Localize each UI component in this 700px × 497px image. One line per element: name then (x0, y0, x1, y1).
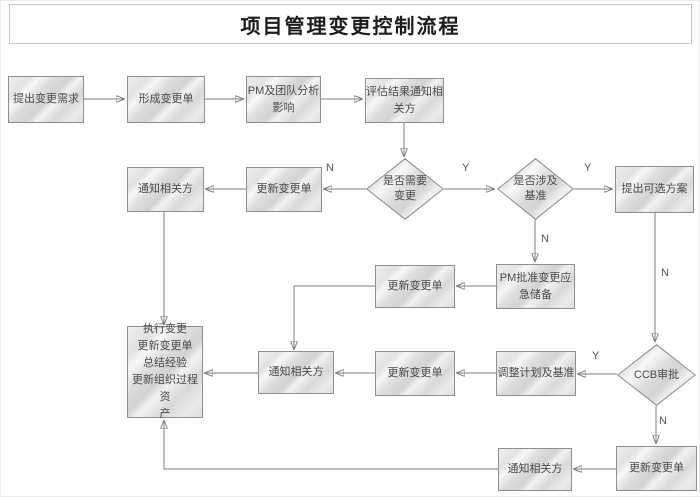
node-update-change-order-3: 更新变更单 (375, 265, 455, 308)
edge-label-needchange-yes: Y (462, 162, 470, 174)
node-label: 提出可选方案 (621, 183, 688, 195)
edge-label-baseline-yes: Y (584, 162, 592, 174)
node-label: CCB审批 (633, 368, 680, 381)
node-label: PM批准变更应 急储备 (499, 271, 572, 301)
node-label: 更新变更单 (256, 183, 312, 195)
node-label: 更新变更单 (629, 462, 684, 474)
node-notify-stakeholders-2: 通知相关方 (127, 167, 204, 212)
node-label: 更新变更单 (387, 367, 443, 379)
node-label: 通知相关方 (138, 183, 193, 195)
node-label: 通知相关方 (268, 366, 324, 378)
node-label: 执行变更 更新变更单 总结经验 更新组织过程资 产 (132, 323, 198, 420)
node-label: 评估结果通知相 关方 (366, 85, 443, 115)
edge-update3-to-notify4 (294, 285, 375, 349)
node-pm-team-analyze-impact: PM及团队分析 影响 (246, 76, 321, 123)
page-title: 项目管理变更控制流程 (240, 15, 461, 38)
node-label: 提出变更需求 (13, 93, 79, 105)
node-label: PM及团队分析 影响 (247, 84, 320, 114)
node-update-change-order-2: 更新变更单 (246, 167, 322, 212)
node-propose-options: 提出可选方案 (615, 166, 694, 213)
node-execute-change-and-update: 执行变更 更新变更单 总结经验 更新组织过程资 产 (127, 323, 203, 420)
edge-label-baseline-no: N (541, 233, 549, 245)
node-label: 是否需要 变更 (383, 175, 427, 202)
node-adjust-plan-baseline: 调整计划及基准 (496, 351, 576, 396)
title-bar: 项目管理变更控制流程 (9, 4, 692, 44)
edge-label-ccb-yes: Y (592, 350, 600, 362)
decision-need-change: 是否需要 变更 (366, 158, 444, 220)
node-label: 形成变更单 (138, 93, 194, 105)
decision-involve-baseline: 是否涉及 基准 (497, 158, 574, 220)
node-pm-approve-contingency-reserve: PM批准变更应 急储备 (496, 264, 575, 309)
node-label: 是否涉及 基准 (513, 175, 558, 202)
node-propose-change-request: 提出变更需求 (8, 76, 84, 123)
node-label: 调整计划及基准 (497, 367, 575, 379)
edge-notify5-to-execute (164, 421, 498, 470)
node-label: 通知相关方 (507, 463, 563, 475)
edge-label-options-to-ccb: N (661, 267, 669, 279)
node-notify-stakeholders-4: 通知相关方 (258, 351, 334, 394)
node-update-change-order-5: 更新变更单 (616, 446, 697, 491)
decision-ccb-review: CCB审批 (617, 344, 696, 406)
node-create-change-order: 形成变更单 (127, 76, 205, 123)
node-update-change-order-4: 更新变更单 (375, 351, 455, 396)
edge-label-ccb-no: N (659, 415, 667, 427)
node-label: 更新变更单 (387, 280, 443, 292)
edge-label-needchange-no: N (326, 162, 334, 174)
node-notify-assessment-result: 评估结果通知相 关方 (365, 78, 444, 123)
node-notify-stakeholders-5: 通知相关方 (498, 448, 572, 491)
